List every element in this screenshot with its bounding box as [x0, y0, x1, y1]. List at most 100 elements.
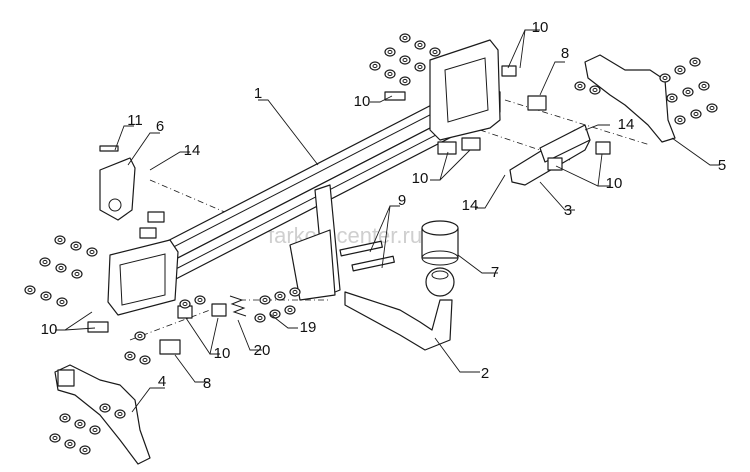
nut-hole — [709, 105, 715, 111]
nut-hole — [669, 95, 675, 101]
nut-hole — [142, 357, 148, 363]
nut-hole — [677, 67, 683, 73]
callout-7: 7 — [491, 264, 499, 281]
nut-hole — [387, 71, 393, 77]
nut-icon — [79, 445, 91, 455]
callout-10-bottom: 10 — [214, 345, 231, 362]
callout-3: 3 — [564, 202, 572, 219]
nut-icon — [399, 76, 411, 86]
nut-hole — [42, 259, 48, 265]
bracket-part-6 — [99, 157, 136, 221]
nut-hole — [137, 333, 143, 339]
nut-icon — [666, 93, 678, 103]
washer-icon — [589, 85, 601, 95]
callout-2: 2 — [481, 365, 489, 382]
washer-icon — [706, 103, 718, 113]
nut-hole — [117, 411, 123, 417]
nut-hole — [57, 237, 63, 243]
nut-hole — [432, 49, 438, 55]
nut-hole — [73, 243, 79, 249]
washer-icon — [134, 331, 146, 341]
nut-hole — [272, 311, 278, 317]
washer-icon — [59, 413, 71, 423]
nut-hole — [701, 83, 707, 89]
nut-hole — [292, 289, 298, 295]
washer-icon — [384, 47, 396, 57]
nut-hole — [402, 35, 408, 41]
bolts-part-9 — [339, 240, 395, 272]
nut-hole — [577, 83, 583, 89]
callout-10-top: 10 — [532, 19, 549, 36]
nut-hole — [693, 111, 699, 117]
side-bracket-part-4 — [54, 364, 151, 465]
nut-hole — [262, 297, 268, 303]
nut-hole — [662, 75, 668, 81]
nut-hole — [62, 415, 68, 421]
washer-icon — [384, 69, 396, 79]
washer-icon — [674, 115, 686, 125]
washer-icon — [414, 62, 426, 72]
washer-icon — [71, 269, 83, 279]
callout-6: 6 — [156, 118, 164, 135]
nut-icon — [254, 313, 266, 323]
nut-icon — [399, 55, 411, 65]
nut-icon — [49, 433, 61, 443]
callout-10-right: 10 — [606, 175, 623, 192]
nut-icon — [86, 247, 98, 257]
washer-icon — [64, 439, 76, 449]
nut-hole — [127, 353, 133, 359]
nut-hole — [677, 117, 683, 123]
nut-hole — [372, 63, 378, 69]
nut-hole — [277, 293, 283, 299]
washer-icon — [89, 425, 101, 435]
nut-hole — [692, 59, 698, 65]
nut-icon — [114, 409, 126, 419]
nut-hole — [592, 87, 598, 93]
callout-4: 4 — [158, 373, 166, 390]
nut-hole — [52, 435, 58, 441]
nut-hole — [685, 89, 691, 95]
washer-icon — [99, 403, 111, 413]
nut-hole — [27, 287, 33, 293]
washer-icon — [659, 73, 671, 83]
crossbeam-part-1 — [107, 39, 501, 316]
spring-part-20 — [229, 295, 247, 317]
callout-9: 9 — [398, 192, 406, 209]
nut-hole — [92, 427, 98, 433]
nut-hole — [417, 42, 423, 48]
callout-14-center: 14 — [462, 197, 479, 214]
bolt-part-11 — [99, 145, 119, 152]
callout-14-right: 14 — [618, 116, 635, 133]
nut-hole — [402, 57, 408, 63]
nut-icon — [74, 419, 86, 429]
nut-hole — [257, 315, 263, 321]
nut-hole — [59, 299, 65, 305]
bolts-part-10 — [87, 65, 611, 333]
nut-icon — [179, 299, 191, 309]
nut-hole — [387, 49, 393, 55]
callout-8-upper: 8 — [561, 45, 569, 62]
nut-icon — [690, 109, 702, 119]
washer-icon — [259, 295, 271, 305]
callout-10-left: 10 — [41, 321, 58, 338]
nut-hole — [77, 421, 83, 427]
leader-lines — [55, 29, 720, 413]
nut-icon — [429, 47, 441, 57]
bolts-part-8 — [159, 95, 547, 355]
callout-1: 1 — [254, 85, 262, 102]
nut-hole — [43, 293, 49, 299]
towball-part-2 — [344, 267, 455, 351]
side-bracket-part-5 — [584, 54, 676, 143]
ball-cap-part-7 — [421, 220, 459, 266]
nut-hole — [287, 307, 293, 313]
callout-19: 19 — [300, 319, 317, 336]
nut-hole — [82, 447, 88, 453]
washer-icon — [682, 87, 694, 97]
callouts: 1 2 3 4 5 6 7 8 8 9 10 10 10 10 10 10 11… — [41, 19, 727, 392]
callout-14-left: 14 — [184, 142, 201, 159]
callout-11: 11 — [127, 112, 143, 129]
nut-hole — [417, 64, 423, 70]
washer-icon — [39, 257, 51, 267]
washer-icon — [289, 287, 301, 297]
